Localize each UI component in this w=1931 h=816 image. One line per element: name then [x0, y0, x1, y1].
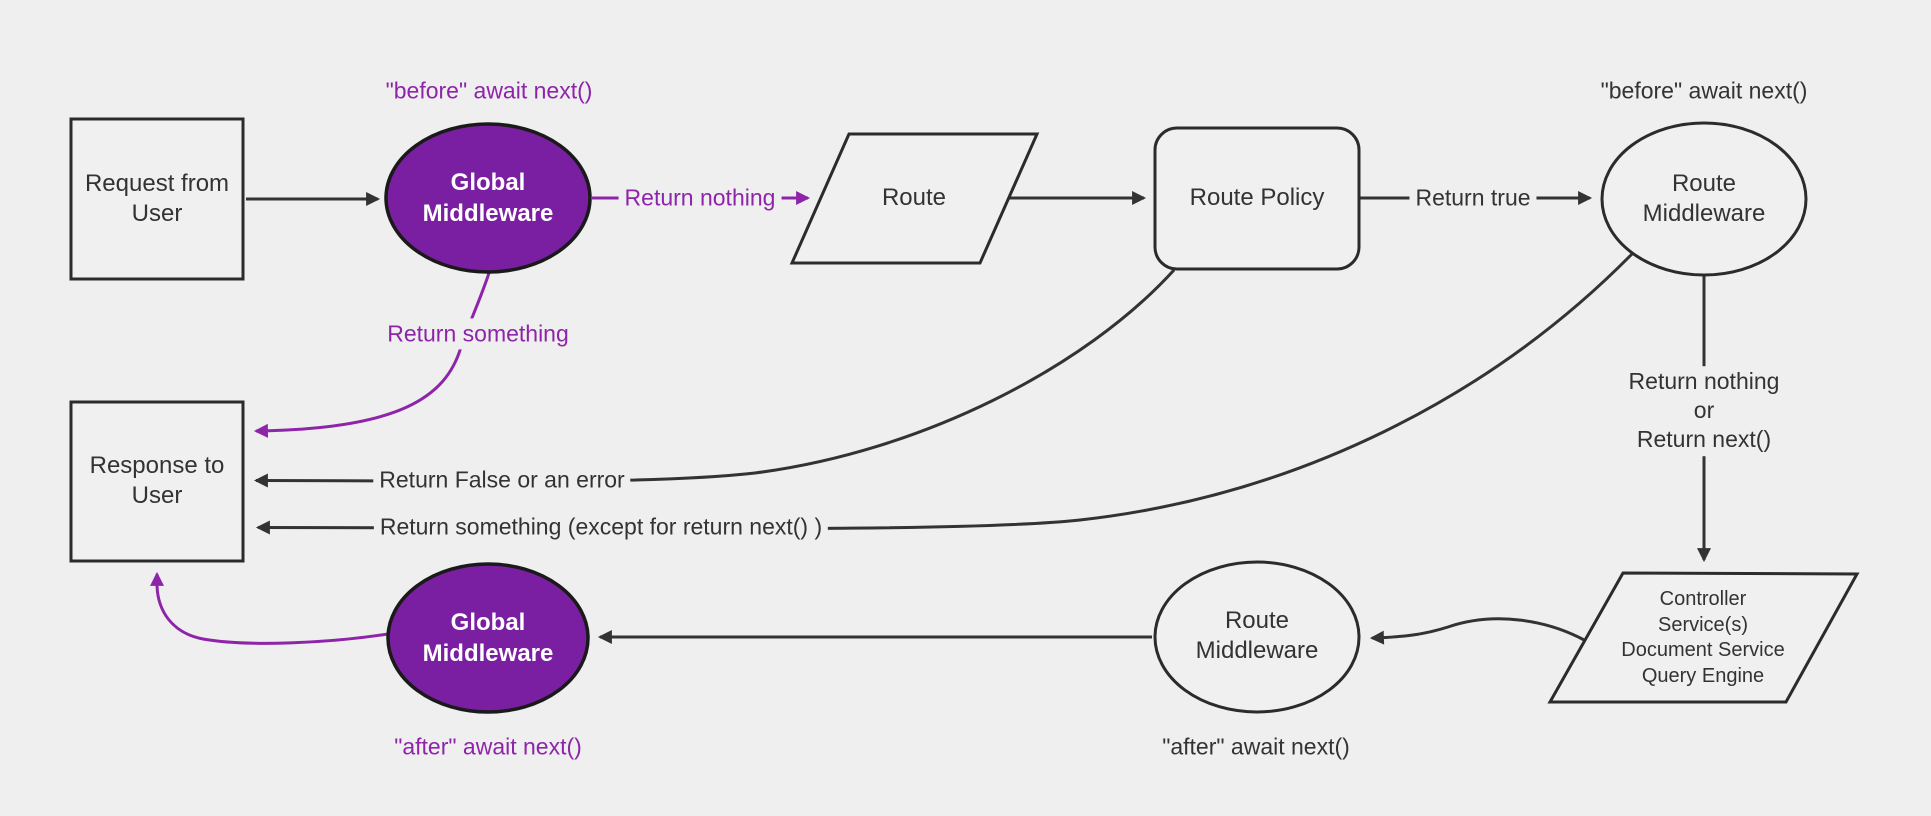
- route-policy-node-shape: [1153, 126, 1361, 271]
- response-node-label: Response to User: [89, 451, 225, 509]
- request-node-label: Request from User: [84, 169, 230, 227]
- label-after-await-next-left: "after" await next(): [394, 733, 582, 760]
- label-before-await-next-right: "before" await next(): [1600, 77, 1808, 104]
- label-return-something-except: Return something (except for return next…: [373, 511, 829, 543]
- route-node-shape: [789, 132, 1040, 265]
- label-return-nothing-or-next: Return nothing or Return next(): [1622, 366, 1786, 456]
- request-node-shape: [69, 117, 245, 281]
- edge-global-bottom-to-response: [150, 571, 389, 645]
- label-return-true: Return true: [1409, 182, 1537, 214]
- route-policy-node-label: Route Policy: [1189, 183, 1325, 211]
- controller-node-label: Controller Service(s) Document Service Q…: [1621, 587, 1785, 687]
- response-node-shape: [69, 400, 245, 563]
- edge-routepolicy-to-response-return-false: [253, 268, 1176, 488]
- global-middleware-bottom-shape: [386, 562, 590, 714]
- global-middleware-bottom-label: Global Middleware: [422, 608, 554, 667]
- label-before-await-next-left: "before" await next(): [385, 77, 593, 104]
- label-return-false-or-error: Return False or an error: [373, 464, 631, 496]
- edge-controller-to-routemw-bottom: [1369, 617, 1587, 645]
- route-middleware-top-shape: [1600, 121, 1808, 277]
- edge-global-top-to-response-return-something: [253, 272, 491, 438]
- label-return-something: Return something: [381, 318, 575, 350]
- route-node-label: Route: [881, 183, 947, 211]
- global-middleware-top-label: Global Middleware: [422, 168, 554, 227]
- controller-node-shape: [1547, 571, 1860, 704]
- label-after-await-next-mid: "after" await next(): [1162, 733, 1350, 760]
- label-return-nothing: Return nothing: [618, 182, 782, 214]
- route-middleware-top-label: Route Middleware: [1642, 169, 1766, 227]
- global-middleware-top-shape: [384, 122, 592, 274]
- route-middleware-bottom-shape: [1153, 560, 1361, 714]
- route-middleware-bottom-label: Route Middleware: [1195, 606, 1319, 664]
